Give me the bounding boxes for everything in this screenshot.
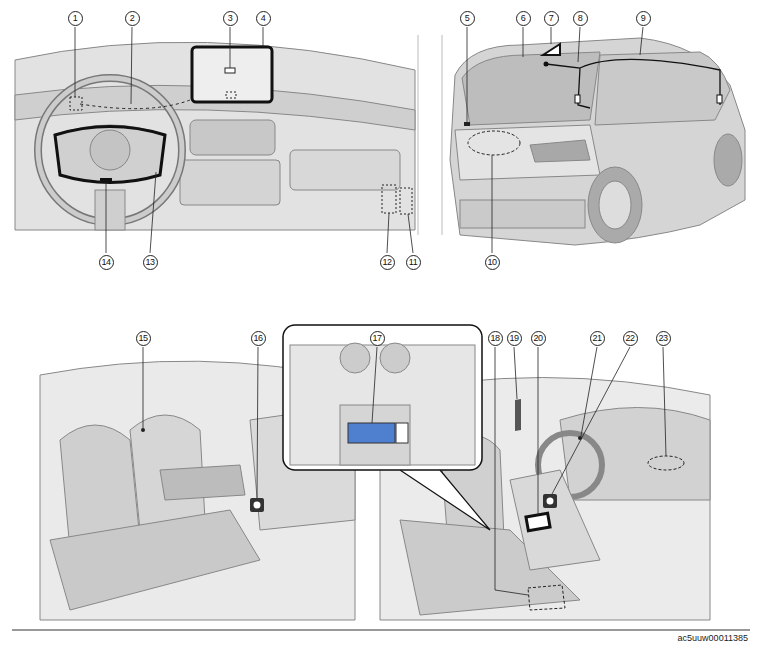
callout-number: 8	[573, 11, 588, 26]
callout-number: 10	[485, 255, 500, 270]
callout-number: 23	[656, 331, 671, 346]
callout-number: 16	[251, 331, 266, 346]
callout-number: 14	[99, 255, 114, 270]
callout-number: 6	[516, 11, 531, 26]
callout-number: 2	[125, 11, 140, 26]
callout-number: 12	[380, 255, 395, 270]
callout-number: 13	[143, 255, 158, 270]
callout-number: 5	[460, 11, 475, 26]
callout-number: 21	[590, 331, 605, 346]
callout-number: 18	[488, 331, 503, 346]
callout-number: 15	[136, 331, 151, 346]
callout-number: 17	[370, 331, 385, 346]
callout-number: 1	[68, 11, 83, 26]
figure-code: ac5uuw00011385	[678, 633, 748, 643]
callout-number: 11	[406, 255, 421, 270]
callout-number: 20	[531, 331, 546, 346]
callout-number: 3	[223, 11, 238, 26]
callout-number: 4	[256, 11, 271, 26]
callout-number: 7	[544, 11, 559, 26]
callout-number: 19	[507, 331, 522, 346]
callout-number: 22	[623, 331, 638, 346]
callout-number: 9	[636, 11, 651, 26]
